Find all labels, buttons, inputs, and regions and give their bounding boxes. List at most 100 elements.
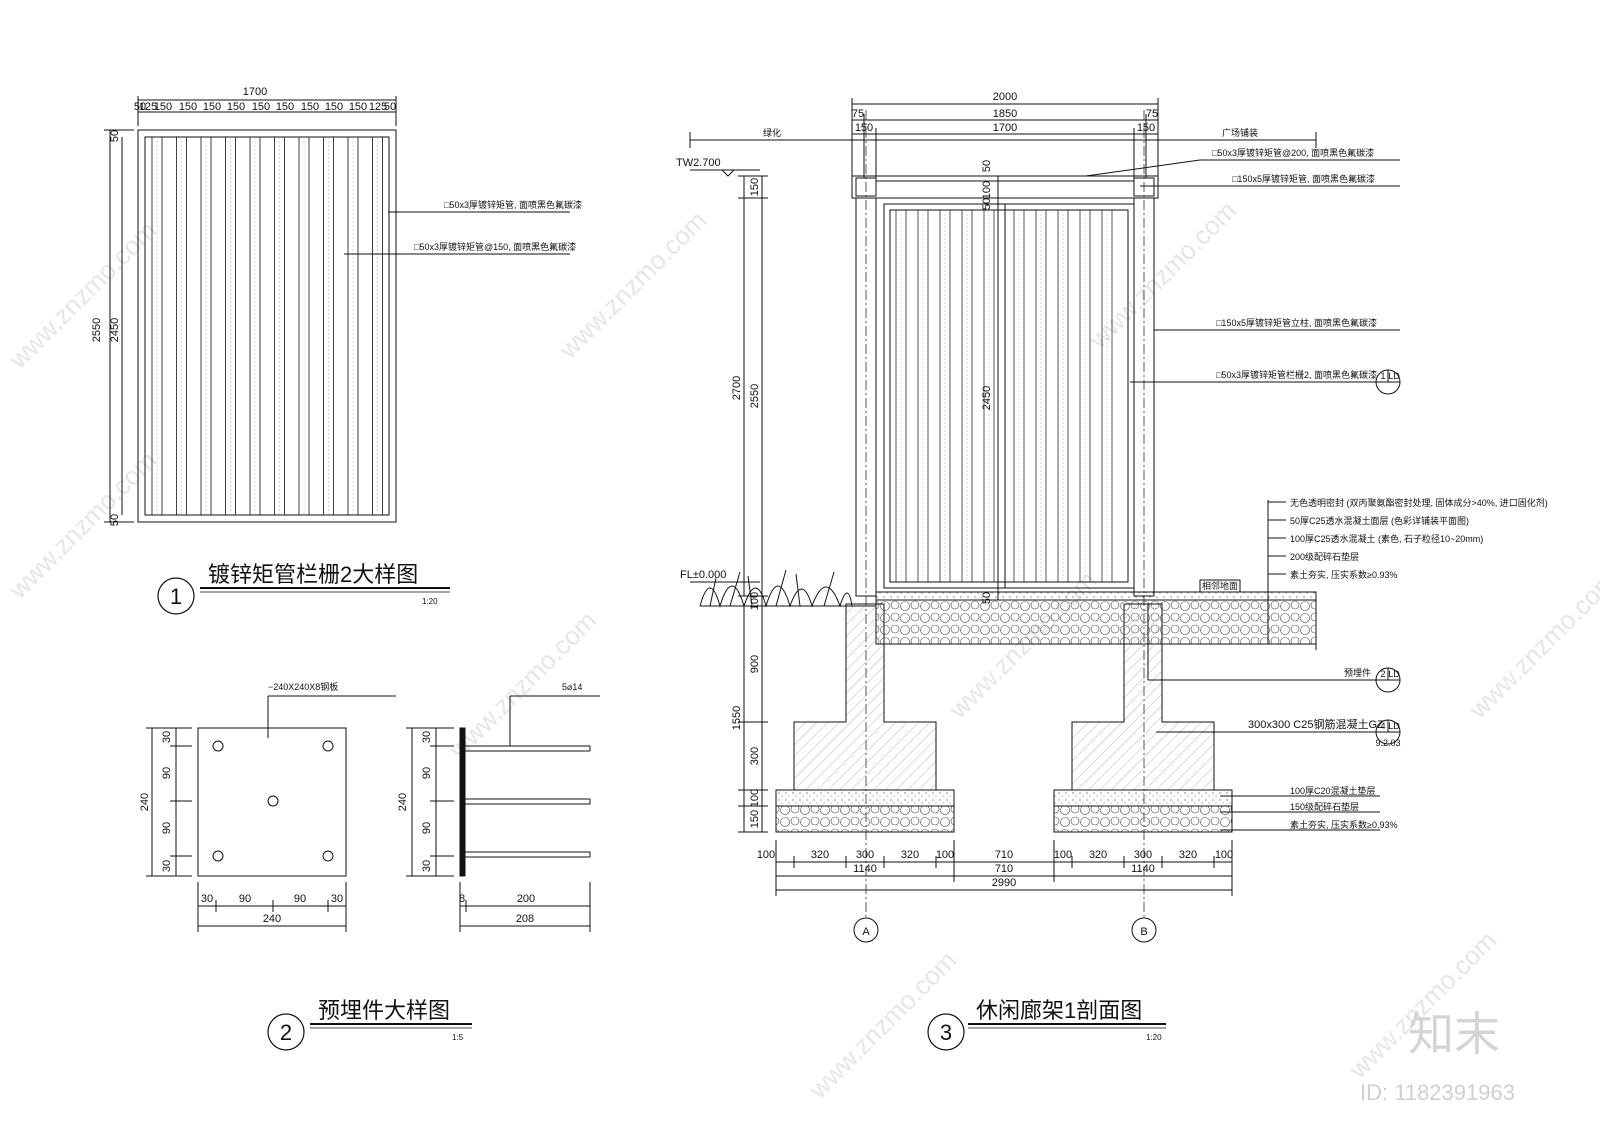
label-plaza-paving: 广场铺装 <box>1222 127 1258 138</box>
detail-3-section <box>689 98 1401 943</box>
dim-segment: 150 <box>154 101 172 113</box>
dim-1700: 1700 <box>993 122 1017 134</box>
bottom-dim: 320 <box>811 849 829 861</box>
detail-scale: 1:20 <box>422 597 438 606</box>
plate-dim-h: 30 <box>201 893 213 905</box>
layer-note: 素土夯实, 压实系数≥0.93% <box>1290 569 1397 580</box>
plate-dim-h-total: 240 <box>263 913 281 925</box>
concrete-pad-left <box>775 789 955 807</box>
axis-bubble-b <box>1131 917 1157 943</box>
dim-2450: 2450 <box>981 386 993 410</box>
footing-layer-note: 素土夯实, 压实系数≥0.93% <box>1290 819 1397 830</box>
footing-layer-note: 150级配碎石垫层 <box>1290 801 1359 812</box>
callout-num: 4 <box>1380 721 1385 731</box>
plate-dim-v-total: 240 <box>139 793 151 811</box>
dim-segment: 150 <box>349 101 367 113</box>
watermark-layer: www.znzmo.com www.znzmo.com www.znzmo.co… <box>2 195 1600 1105</box>
note-gz: 300x300 C25钢筋混凝土GZ <box>1248 717 1384 731</box>
plate-side <box>459 727 466 877</box>
side-dim-v-total: 240 <box>397 793 409 811</box>
dim-2000: 2000 <box>993 91 1017 103</box>
side-dim-v: 30 <box>421 731 433 743</box>
watermark-id: ID: 1182391963 <box>1360 1080 1515 1105</box>
side-dim-v: 30 <box>421 860 433 872</box>
note-gz-ref: 9.2.03 <box>1375 738 1400 748</box>
top-beam <box>851 175 1159 199</box>
bottom-dim: 300 <box>856 849 874 861</box>
note-plate: −240X240X8钢板 <box>268 681 338 692</box>
layer-note: 50厚C25透水混凝土面层 (色彩详铺装平面图) <box>1290 515 1469 526</box>
note-frame: □50x3厚镀锌矩管, 面喷黑色氟碳漆 <box>444 199 582 210</box>
dim-150: 150 <box>855 122 873 134</box>
callout-ref: LD <box>1388 371 1400 381</box>
watermark-text: www.znzmo.com <box>1462 565 1600 725</box>
detail-number: 1 <box>170 584 182 609</box>
watermark-text: www.znzmo.com <box>1082 195 1242 355</box>
dim-bottom-50: 50 <box>109 514 121 526</box>
plate-dim-h: 90 <box>239 893 251 905</box>
bottom-dim: 320 <box>901 849 919 861</box>
bottom-dim: 100 <box>936 849 954 861</box>
bottom-dim-2: 710 <box>995 863 1013 875</box>
bottom-dim: 100 <box>757 849 775 861</box>
detail-number: 3 <box>940 1020 952 1045</box>
note-beam-small: □50x3厚镀锌矩管@200, 面喷黑色氟碳漆 <box>1212 147 1374 158</box>
watermark-logo: 知末 <box>1408 1008 1500 1060</box>
bottom-dim: 300 <box>1134 849 1152 861</box>
concrete-pad-right <box>1053 789 1233 807</box>
steel-plate <box>197 727 347 877</box>
dim-segment: 125 <box>369 101 387 113</box>
gravel-base <box>875 599 1317 645</box>
note-column: □150x5厚镀锌矩管立柱, 面喷黑色氟碳漆 <box>1216 317 1377 328</box>
axis-label-a: A <box>862 926 870 938</box>
label-adjacent-ground: 相邻地面 <box>1202 580 1238 591</box>
bottom-dim: 100 <box>1054 849 1072 861</box>
dim-50: 50 <box>981 160 993 172</box>
bottom-dim: 320 <box>1089 849 1107 861</box>
axis-bubble-a <box>853 917 879 943</box>
dim-100: 100 <box>749 789 761 807</box>
detail-number-circle <box>157 577 195 615</box>
fence-panel <box>883 203 1135 589</box>
bottom-dim-2: 1140 <box>1131 863 1155 875</box>
dim-50: 50 <box>981 592 993 604</box>
dim-50: 50 <box>981 198 993 210</box>
callout-num: 2 <box>1380 669 1385 679</box>
side-dim-h: 8 <box>459 893 465 905</box>
layer-note: 200级配碎石垫层 <box>1290 551 1359 562</box>
dim-2550: 2550 <box>91 318 103 342</box>
fence-bars <box>895 209 1113 583</box>
note-beam-big: □150x5厚镀锌矩管, 面喷黑色氟碳漆 <box>1232 173 1375 184</box>
fence-bars <box>151 136 383 516</box>
dim-150: 150 <box>749 810 761 828</box>
level-top: TW2.700 <box>676 157 721 169</box>
paving-surface <box>875 591 1317 601</box>
detail-2-embed <box>146 695 600 932</box>
label-greenery: 绿化 <box>763 127 781 138</box>
level-floor: FL±0.000 <box>680 569 726 581</box>
detail-1-fence <box>104 96 570 523</box>
dim-150: 150 <box>1137 122 1155 134</box>
layer-note: 100厚C25透水混凝土 (素色, 石子粒径10~20mm) <box>1290 533 1483 544</box>
dim-75: 75 <box>1146 108 1158 120</box>
bottom-dim: 710 <box>995 849 1013 861</box>
footing-layer-note: 100厚C20混凝土垫层 <box>1290 785 1376 796</box>
layer-note: 无色透明密封 (双丙聚氨酯密封处理, 固体成分>40%, 进口固化剂) <box>1290 497 1548 508</box>
callout-ref: LD <box>1388 721 1400 731</box>
dim-2550: 2550 <box>749 384 761 408</box>
bottom-dim-2: 1140 <box>853 863 877 875</box>
plate-dim-v: 30 <box>161 731 173 743</box>
bottom-dim: 320 <box>1179 849 1197 861</box>
bottom-total: 2990 <box>992 877 1016 889</box>
side-dim-v: 90 <box>421 822 433 834</box>
detail-scale: 1:20 <box>1146 1033 1162 1042</box>
watermark-text: www.znzmo.com <box>802 945 962 1105</box>
detail-number-circle <box>927 1013 965 1051</box>
dim-100: 100 <box>981 181 993 199</box>
note-embed: 预埋件 <box>1344 667 1371 678</box>
anchor-hole <box>267 795 279 807</box>
dim-segment: 150 <box>301 101 319 113</box>
detail-title: 预埋件大样图 <box>318 998 450 1023</box>
